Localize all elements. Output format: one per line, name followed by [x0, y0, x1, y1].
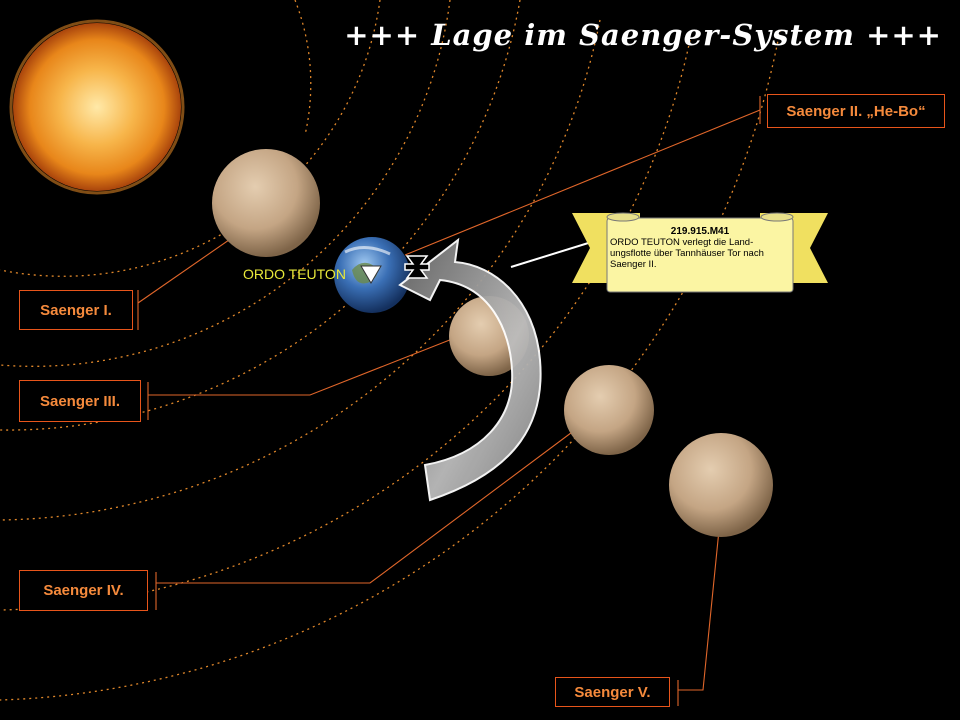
leader-lines — [137, 96, 761, 706]
note-text: ORDO TEUTON verlegt die Land-ungsflotte … — [610, 237, 764, 270]
fleet-label: ORDO TEUTON — [243, 266, 346, 282]
note-pointer-line — [510, 239, 599, 268]
orbit-ring — [294, 0, 312, 136]
scroll-roll-left — [606, 212, 640, 222]
label-saenger-3: Saenger III. — [19, 380, 141, 422]
scroll-body — [606, 217, 794, 293]
planet-saenger-4 — [564, 365, 654, 455]
leader-line-saenger-5 — [678, 499, 723, 691]
orbit-ring — [0, 29, 781, 701]
scroll-roll-right — [760, 212, 794, 222]
leader-line-saenger-3 — [148, 329, 476, 396]
transfer-arrow — [398, 237, 542, 502]
planet-saenger-1 — [212, 149, 320, 257]
orbit-ring — [0, 19, 601, 521]
iron-cross-icon — [404, 255, 430, 279]
note-scroll — [572, 212, 828, 293]
note-date: 219.915.M41 — [670, 226, 730, 237]
label-saenger-1: Saenger I. — [19, 290, 133, 330]
sun — [13, 23, 181, 191]
planet-saenger-2-clouds — [344, 246, 391, 256]
planet-saenger-5 — [669, 433, 773, 537]
label-saenger-4: Saenger IV. — [19, 570, 148, 611]
leader-line-saenger-4 — [156, 414, 596, 584]
fleet-marker-icon — [360, 265, 382, 284]
label-saenger-2: Saenger II. „He-Bo“ — [767, 94, 945, 128]
fleet-note: 219.915.M41 ORDO TEUTON verlegt die Land… — [610, 226, 790, 270]
leader-line-saenger-2 — [404, 109, 761, 256]
orbit-ring — [0, 0, 381, 277]
sun-corona — [9, 19, 185, 195]
orbit-ring — [0, 0, 451, 367]
label-saenger-5: Saenger V. — [555, 677, 670, 707]
page-title: +++ Lage im Saenger-System +++ — [344, 18, 942, 52]
